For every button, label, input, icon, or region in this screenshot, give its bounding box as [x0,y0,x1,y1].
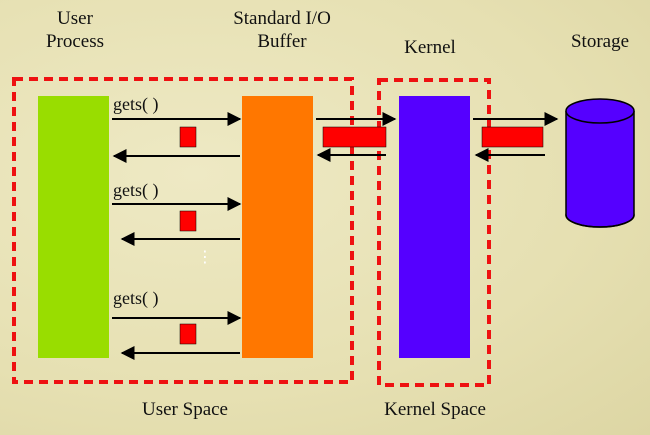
storage-label: Storage [570,31,630,52]
data-block [179,126,197,148]
user-process-label: User Process [40,7,110,53]
user-process-label-line1: User [57,8,93,29]
call-group-2: gets( ) [112,180,242,246]
stdio-buffer-label-line1: Standard I/O [233,8,331,29]
buffer-kernel-data-block [322,126,387,148]
data-block [179,323,197,345]
user-process-block [38,96,109,358]
user-space-region [12,77,354,384]
user-space-label: User Space [142,399,228,420]
data-block [179,210,197,232]
gets-call-label: gets( ) [113,180,158,201]
kernel-storage-transfer [473,112,559,162]
storage-cylinder [565,98,635,228]
call-group-1: gets( ) [112,94,242,163]
gets-call-label: gets( ) [113,288,158,309]
call-group-3: gets( ) [112,288,242,360]
kernel-storage-data-block [481,126,544,148]
kernel-space-region [377,78,491,387]
buffer-kernel-transfer [316,112,397,162]
kernel-block [399,96,470,358]
ellipsis-dots: ⋮ [197,247,213,266]
kernel-space-label: Kernel Space [384,399,486,420]
user-process-label-line2: Process [45,31,105,52]
stdio-buffer-block [242,96,313,358]
gets-call-label: gets( ) [113,94,158,115]
kernel-label: Kernel [404,37,456,58]
stdio-buffer-label: Standard I/O Buffer [222,7,342,53]
stdio-buffer-label-line2: Buffer [257,31,307,52]
